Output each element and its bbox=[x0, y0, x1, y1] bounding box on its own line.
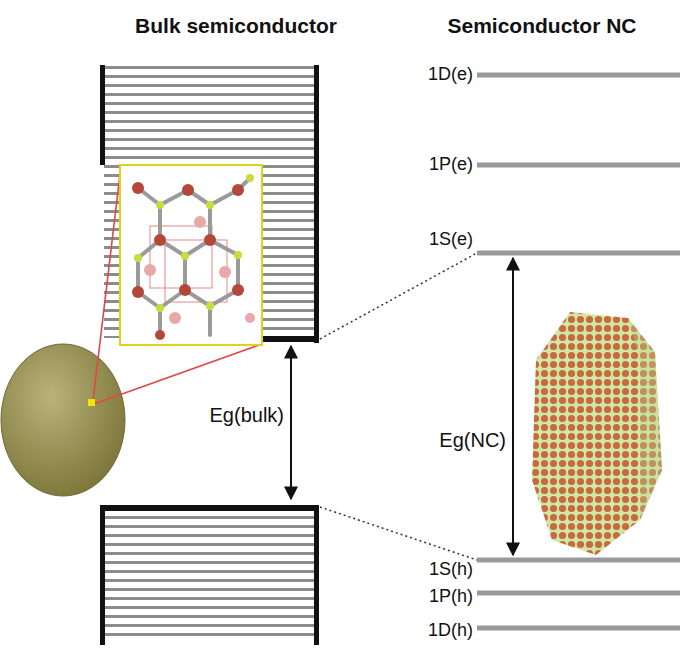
zoom-spot bbox=[88, 399, 95, 406]
gap-label: Eg(bulk) bbox=[210, 404, 284, 426]
level-label: 1S(e) bbox=[429, 230, 473, 250]
crystal-inset bbox=[120, 165, 262, 345]
wafer-disc bbox=[1, 344, 125, 496]
band-wall bbox=[314, 505, 319, 645]
dotted-guide bbox=[320, 507, 477, 560]
valence-band bbox=[104, 508, 315, 640]
gap-arrow bbox=[512, 258, 514, 555]
level-label: 1D(e) bbox=[428, 65, 473, 85]
level-label: 1D(h) bbox=[428, 621, 473, 641]
band-wall bbox=[100, 505, 105, 645]
column-heading: Semiconductor NC bbox=[447, 14, 636, 37]
nanocrystal bbox=[532, 312, 662, 555]
zoom-line bbox=[93, 166, 121, 401]
band-wall bbox=[314, 65, 319, 343]
band-wall bbox=[100, 65, 105, 165]
band-edge bbox=[100, 505, 319, 511]
band-edge bbox=[262, 336, 319, 342]
level-label: 1S(h) bbox=[429, 560, 473, 580]
energy-levels bbox=[477, 75, 680, 628]
gap-arrow bbox=[290, 346, 292, 499]
level-label: 1P(e) bbox=[429, 155, 473, 175]
zoom-line bbox=[94, 344, 262, 404]
gap-label: Eg(NC) bbox=[439, 429, 506, 451]
column-heading: Bulk semiconductor bbox=[135, 14, 337, 37]
dotted-guide bbox=[320, 253, 477, 339]
level-label: 1P(h) bbox=[429, 587, 473, 607]
